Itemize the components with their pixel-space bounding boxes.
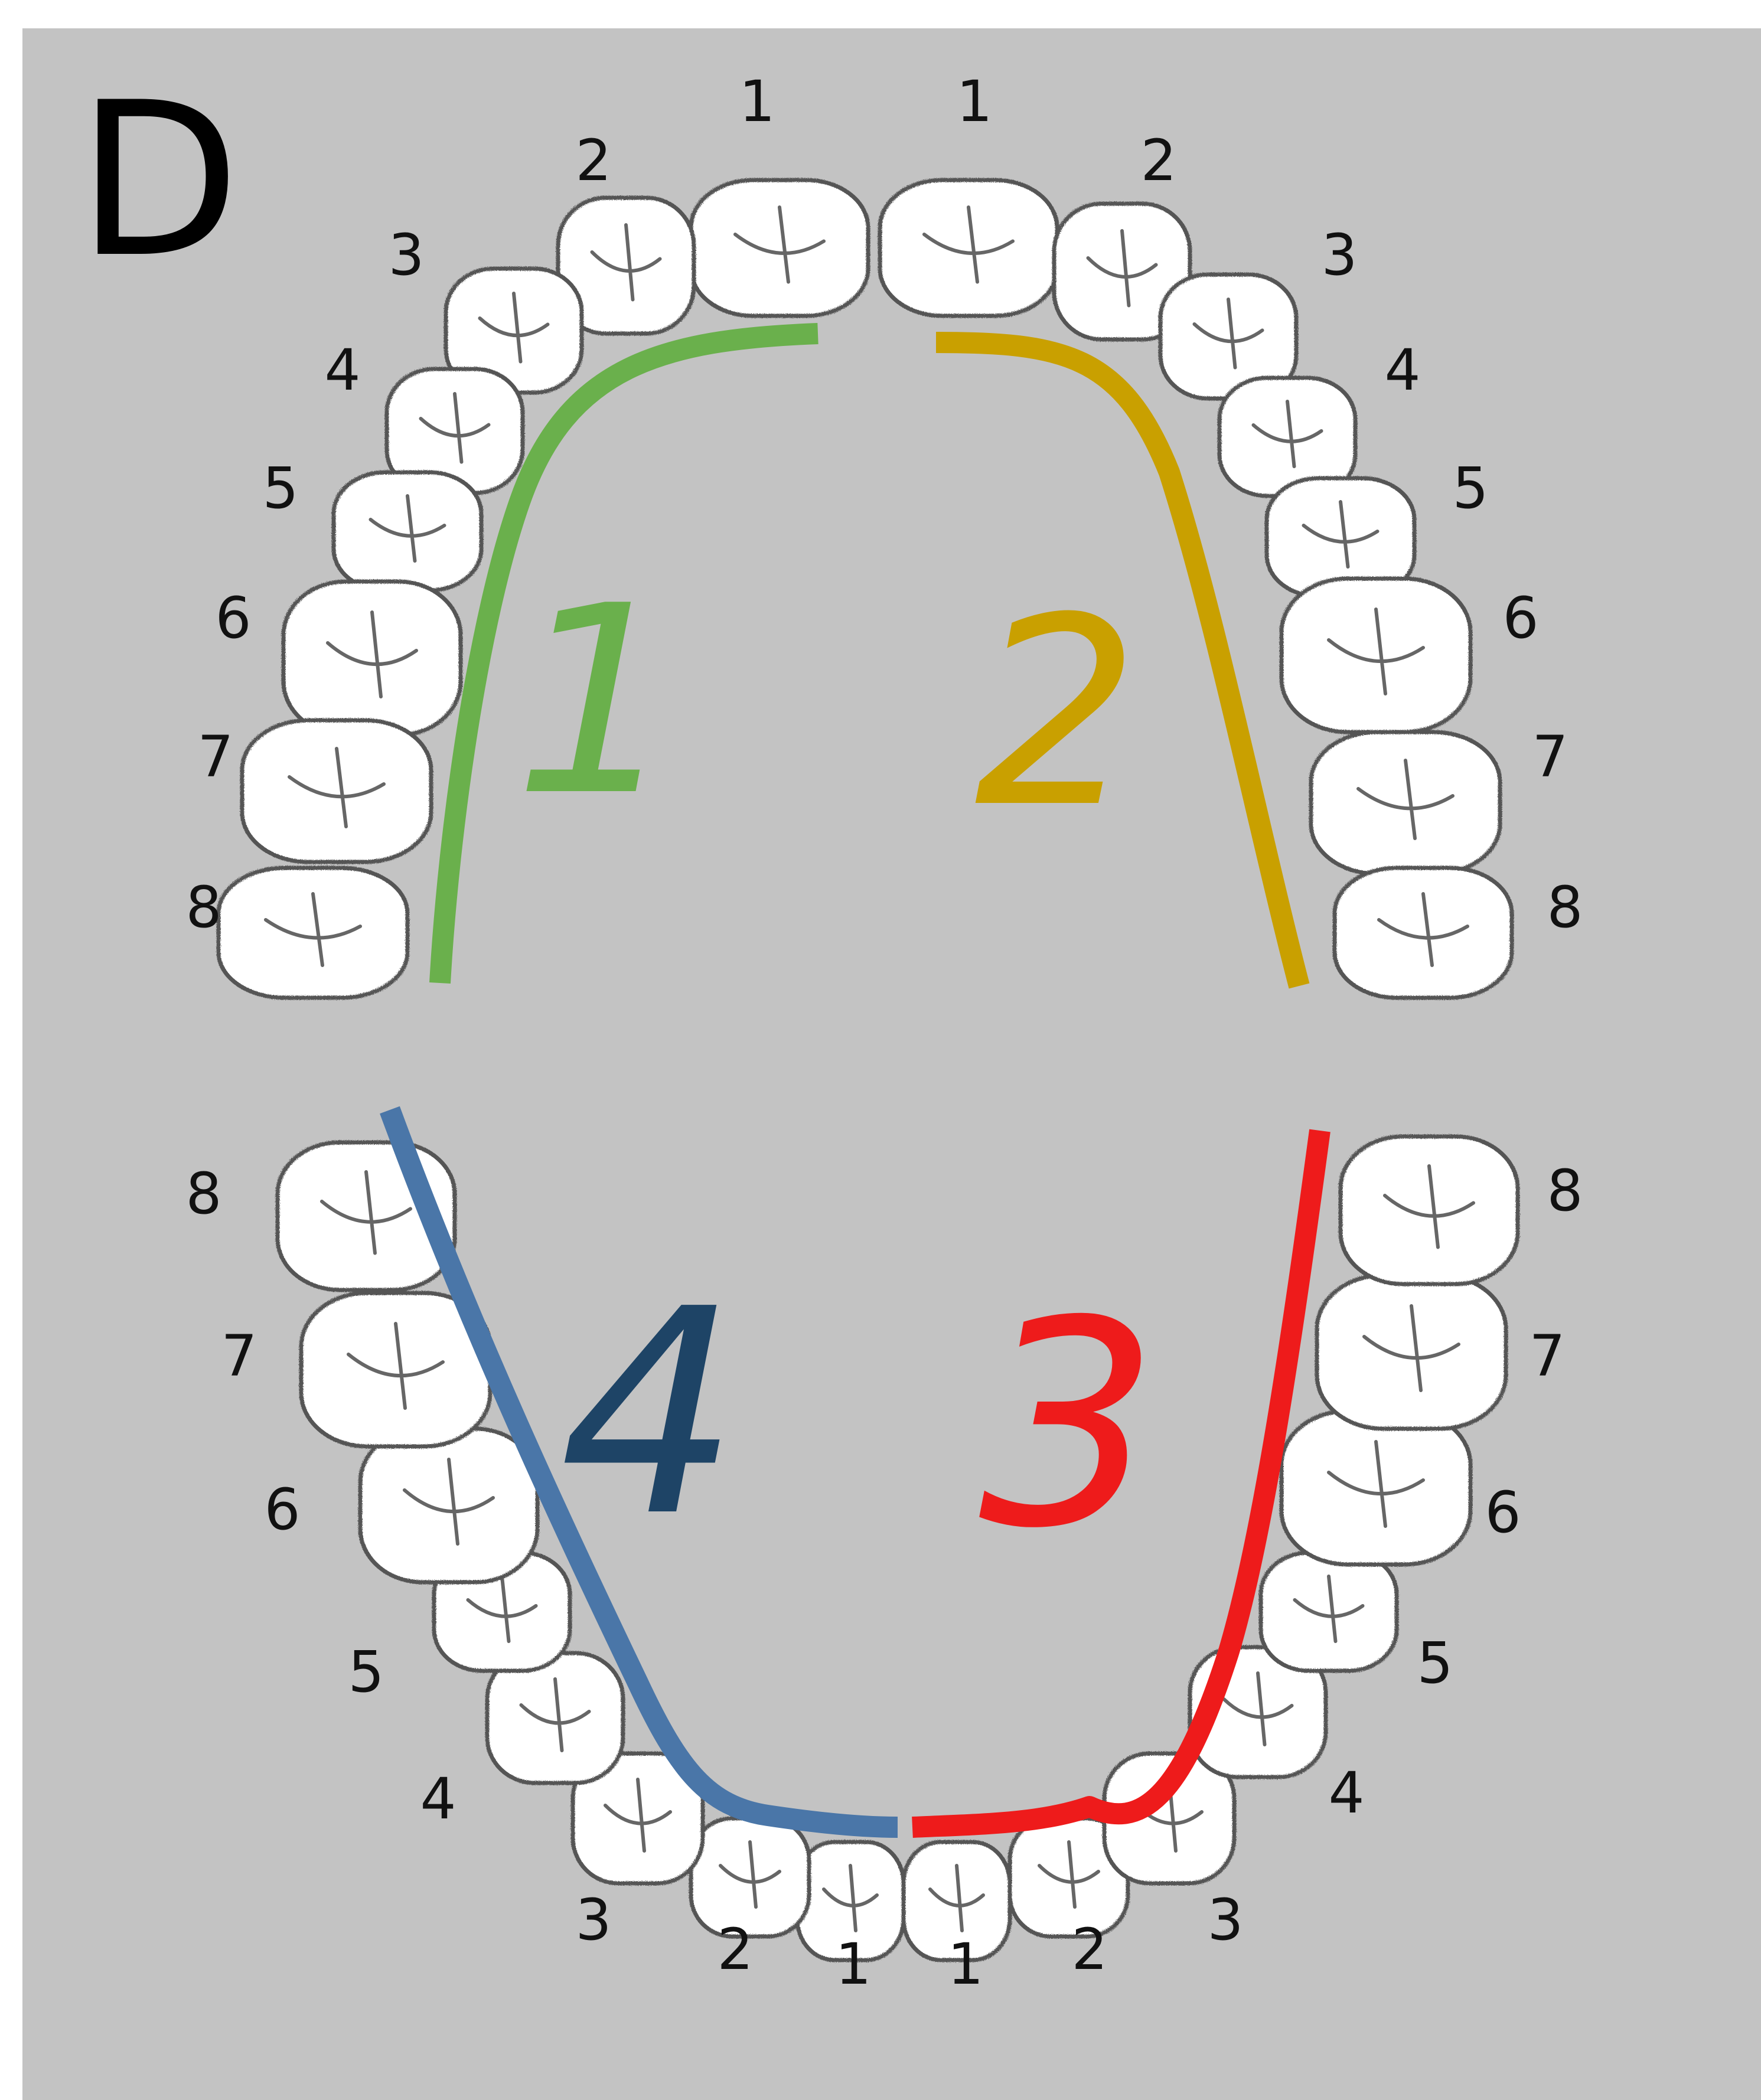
lower-right-tooth-8 [1341, 1136, 1518, 1284]
lower-right-tooth-number-3: 3 [1207, 1887, 1243, 1953]
upper-right-tooth-number-7: 7 [1532, 724, 1568, 790]
upper-left-tooth-8 [219, 868, 407, 998]
lower-right-tooth-5 [1261, 1553, 1397, 1671]
upper-left-tooth-number-4: 4 [324, 337, 360, 403]
upper-left-tooth-1 [691, 180, 868, 316]
upper-left-tooth-6 [283, 582, 461, 735]
upper-right-tooth-number-3: 3 [1321, 222, 1357, 288]
lower-right-tooth-number-7: 7 [1529, 1323, 1565, 1389]
upper-right-tooth-6 [1281, 579, 1470, 732]
lower-left-tooth-number-7: 7 [221, 1323, 257, 1389]
upper-left-tooth-number-7: 7 [197, 724, 233, 790]
upper-right-tooth-number-4: 4 [1384, 337, 1420, 403]
lower-left-tooth-number-2: 2 [717, 1916, 753, 1983]
lower-right-tooth-number-5: 5 [1417, 1630, 1453, 1696]
quadrant-2-numeral: 2 [974, 562, 1140, 864]
quadrant-1-numeral: 1 [514, 550, 679, 853]
lower-left-tooth-6 [360, 1429, 537, 1582]
quadrant-numerals-layer: 12 34 [514, 550, 1159, 1590]
lower-right-tooth-number-4: 4 [1328, 1760, 1364, 1826]
upper-left-tooth-number-8: 8 [185, 874, 221, 940]
upper-right-tooth-number-2: 2 [1140, 128, 1176, 194]
lower-left-tooth-number-3: 3 [575, 1887, 611, 1953]
quadrant-3-numeral: 3 [979, 1260, 1159, 1590]
upper-left-tooth-number-6: 6 [215, 585, 251, 651]
upper-left-tooth-5 [334, 472, 481, 590]
lower-left-tooth-number-4: 4 [420, 1766, 456, 1832]
upper-left-tooth-number-2: 2 [575, 128, 611, 194]
lower-right-tooth-number-1: 1 [947, 1931, 983, 1997]
lower-right-tooth-number-6: 6 [1485, 1480, 1521, 1546]
upper-right-tooth-number-5: 5 [1452, 455, 1488, 521]
upper-left-tooth-number-3: 3 [388, 222, 424, 288]
panel-letter: D [77, 57, 240, 304]
upper-right-tooth-number-1: 1 [956, 68, 992, 135]
upper-right-tooth-7 [1311, 732, 1500, 874]
upper-right-tooth-1 [880, 180, 1057, 316]
lower-right-tooth-number-8: 8 [1547, 1158, 1583, 1224]
lower-left-tooth-number-5: 5 [348, 1639, 384, 1705]
tooth-numbers-layer: 12345678123456781234567812345678 [185, 68, 1583, 1997]
upper-left-tooth-7 [242, 720, 431, 862]
upper-right-tooth-8 [1335, 868, 1512, 998]
quadrant-4-numeral: 4 [559, 1249, 739, 1579]
upper-left-tooth-number-5: 5 [262, 455, 298, 521]
upper-right-tooth-number-6: 6 [1502, 585, 1538, 651]
lower-left-tooth-number-6: 6 [264, 1477, 300, 1543]
lower-left-tooth-number-8: 8 [185, 1161, 221, 1227]
upper-left-tooth-number-1: 1 [739, 68, 775, 135]
lower-right-tooth-number-2: 2 [1071, 1916, 1107, 1983]
lower-left-tooth-number-1: 1 [835, 1931, 871, 1997]
lower-right-tooth-6 [1281, 1411, 1470, 1565]
upper-right-tooth-number-8: 8 [1547, 874, 1583, 940]
teeth-layer [219, 180, 1518, 1960]
lower-right-tooth-7 [1317, 1275, 1506, 1429]
